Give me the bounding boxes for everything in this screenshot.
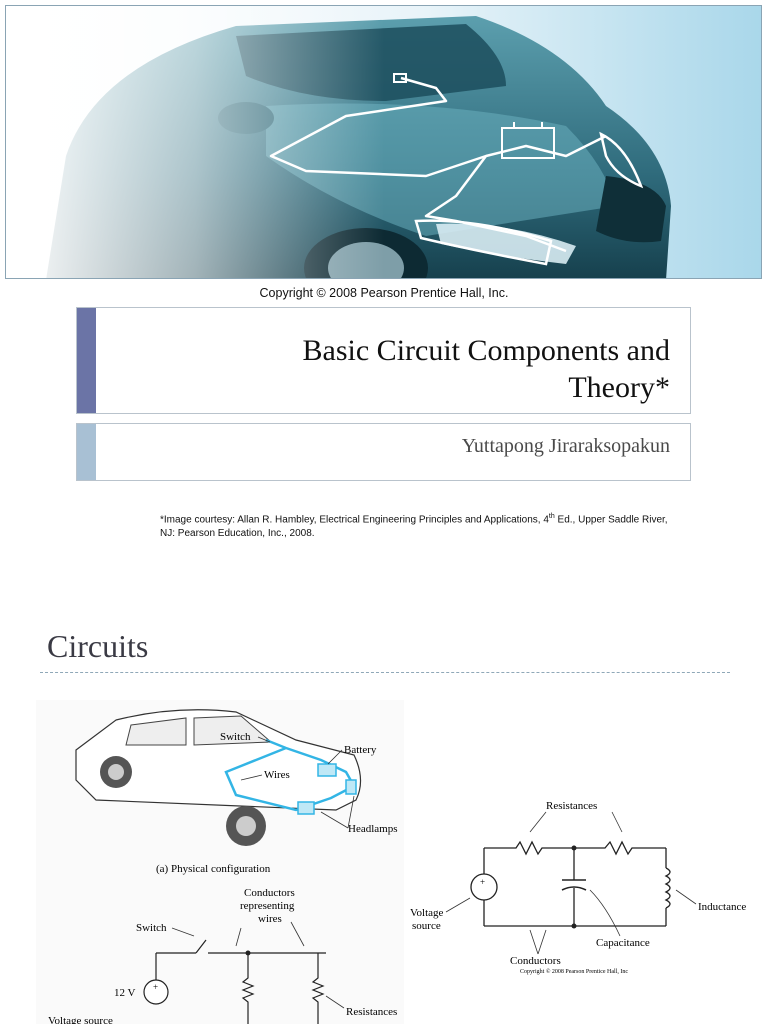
- courtesy-sup: th: [548, 513, 555, 520]
- copyright-text: Copyright © 2008 Pearson Prentice Hall, …: [259, 286, 509, 300]
- resistor-symbol-2: [311, 953, 325, 1024]
- right-fig-copyright: Copyright © 2008 Pearson Prentice Hall, …: [520, 968, 628, 975]
- car-window-rear: [125, 717, 187, 746]
- slide-heading: Circuits: [47, 628, 149, 664]
- title-accent-bar: [77, 308, 96, 413]
- car-illustration: [6, 6, 761, 278]
- label-resistances: Resistances: [346, 1006, 397, 1018]
- wires-path: [224, 738, 356, 812]
- courtesy-text-c: NJ: Pearson Education, Inc., 2008.: [160, 528, 315, 540]
- label-inductance: Inductance: [698, 901, 746, 913]
- inductor-symbol: [664, 867, 671, 909]
- label-headlamps: Headlamps: [348, 823, 397, 835]
- title-line-1: Basic Circuit Components and: [302, 334, 670, 367]
- svg-text:+: +: [153, 982, 158, 992]
- circuit-schematic-drawing: Resistances + Voltage source Inductance …: [410, 800, 746, 975]
- label-voltage-right: Voltage: [410, 907, 444, 919]
- label-switch: Switch: [220, 731, 251, 743]
- resistor-symbol-1: [241, 953, 255, 1024]
- headlamp-shape-2: [345, 779, 357, 795]
- svg-text:+: +: [480, 877, 485, 887]
- courtesy-text-a: *Image courtesy: Allan R. Hambley, Elect…: [160, 514, 549, 526]
- label-conductors-right: Conductors: [510, 955, 561, 967]
- label-switch-2: Switch: [136, 922, 167, 934]
- subtitle-accent-bar: [77, 424, 96, 480]
- headlamp-shape-1: [297, 801, 315, 815]
- subtitle-box: Yuttapong Jiraraksopakun: [76, 423, 691, 481]
- label-wires: Wires: [264, 769, 290, 781]
- heading-divider: [40, 672, 730, 673]
- physical-configuration-drawing: Switch Battery Wires Headlamps (a) Physi…: [48, 709, 397, 1027]
- image-courtesy-note: *Image courtesy: Allan R. Hambley, Elect…: [160, 510, 720, 541]
- courtesy-text-b: Ed., Upper Saddle River,: [554, 514, 668, 526]
- battery-shape: [317, 763, 337, 777]
- label-battery: Battery: [344, 744, 377, 756]
- hero-car-image: [5, 5, 762, 279]
- label-12v: 12 V: [114, 987, 136, 999]
- label-source-right: source: [412, 920, 441, 932]
- label-representing: representing: [240, 900, 295, 912]
- physical-configuration-figure: Switch Battery Wires Headlamps (a) Physi…: [36, 700, 404, 1027]
- label-capacitance: Capacitance: [596, 937, 650, 949]
- caption-physical: (a) Physical configuration: [156, 863, 271, 875]
- label-voltage-source: Voltage source: [48, 1015, 113, 1024]
- slide-title: Basic Circuit Components and Theory*: [150, 332, 670, 406]
- author-name: Yuttapong Jiraraksopakun: [461, 435, 670, 457]
- label-wires-2: wires: [258, 913, 282, 925]
- title-box: Basic Circuit Components and Theory*: [76, 307, 691, 414]
- voltage-source-symbol: [143, 979, 169, 1005]
- title-line-2: Theory*: [568, 371, 670, 404]
- circuit-schematic-figure: Resistances + Voltage source Inductance …: [400, 790, 768, 980]
- label-conductors: Conductors: [244, 887, 295, 899]
- label-resistances-right: Resistances: [546, 800, 597, 812]
